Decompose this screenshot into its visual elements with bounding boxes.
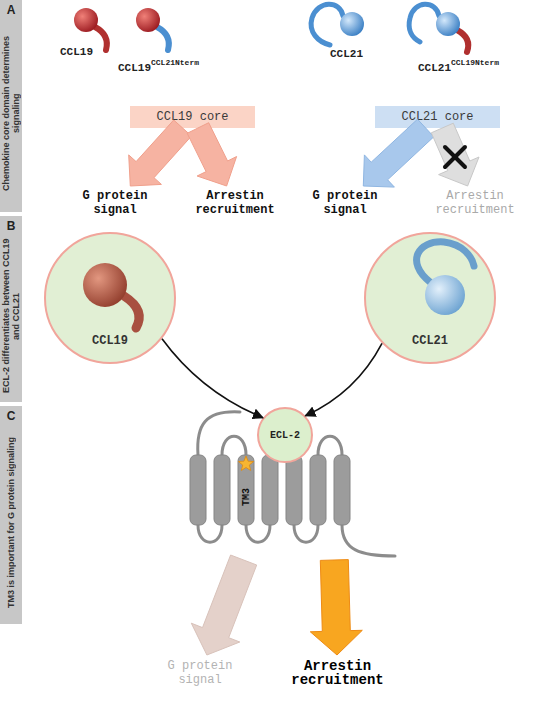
ligand-core (83, 263, 127, 307)
node-text: CCL19 (92, 334, 128, 348)
ligand-name: CCL19 (118, 62, 151, 74)
block-arrow (129, 120, 192, 186)
node-text: CCL19 core (156, 110, 228, 124)
transmembrane-helices (190, 455, 350, 525)
helix (238, 455, 254, 525)
ligand-name: CCL19 (60, 46, 93, 58)
ligand-core (136, 8, 160, 32)
node-text: CCL21 (412, 334, 448, 348)
signal-label: Arrestin recruitment (420, 186, 530, 220)
node-text: Arrestin recruitment (185, 189, 285, 217)
node-text: G protein signal (300, 189, 390, 217)
c-terminus (342, 525, 395, 556)
helix (310, 455, 326, 525)
helix (262, 455, 278, 525)
n-terminus (198, 412, 240, 455)
ligand-name: CCL19CCL21Nterm (118, 58, 199, 76)
ligand-tail (95, 27, 107, 50)
panel-letter: C (7, 408, 16, 424)
loop-circle: ECL-2 (257, 407, 313, 463)
panel-band: AChemokine core domain determines signal… (0, 0, 22, 212)
node-text: CCL21 core (401, 110, 473, 124)
panel-letter: A (7, 2, 16, 18)
ligand-name: CCL19 (60, 42, 93, 60)
panel-band: CTM3 is important for G protein signalin… (0, 406, 22, 624)
ligand-tail (311, 4, 343, 45)
ligand-name: CCL21 (330, 44, 363, 62)
core-box: CCL21 core (375, 106, 500, 128)
extracellular-loop (222, 436, 246, 455)
node-text: ECL-2 (270, 430, 300, 441)
signal-label: Arrestin recruitment (275, 655, 400, 691)
helix (334, 455, 350, 525)
block-arrow (310, 560, 362, 655)
block-arrow (431, 123, 479, 186)
ligand-name: CCL21CCL19Nterm (418, 58, 499, 76)
signal-label: G protein signal (300, 186, 390, 220)
helix (214, 455, 230, 525)
signal-label: Arrestin recruitment (185, 186, 285, 220)
star-marker (238, 456, 253, 471)
panel-letter: B (7, 218, 16, 234)
ligand-tail (409, 4, 439, 42)
helix (190, 455, 206, 525)
ligand-tail (457, 30, 468, 52)
intracellular-loop (198, 525, 222, 542)
ligand-core (425, 275, 465, 315)
ligand-name: CCL21 (330, 48, 363, 60)
receptor: TM3 ECL-2 (170, 400, 380, 560)
signal-label: G protein signal (150, 655, 250, 691)
panel-band: BECL-2 differentiates between CCL19 and … (0, 216, 22, 402)
ligand-superscript: CCL19Nterm (451, 58, 499, 67)
helix-label: TM3 (238, 474, 254, 520)
node-text: G protein signal (70, 189, 160, 217)
ligand-core (74, 8, 98, 32)
ligand-name: CCL21 (418, 62, 451, 74)
signal-label: G protein signal (70, 186, 160, 220)
ligand-core (436, 12, 460, 36)
ligand-tail (157, 27, 169, 50)
core-box: CCL19 core (130, 106, 255, 128)
panel-heading: TM3 is important for G protein signaling (6, 424, 16, 620)
intracellular-loop (246, 525, 270, 542)
ligand-core (340, 12, 364, 36)
block-arrow (363, 119, 434, 187)
panel-heading: Chemokine core domain determines signali… (1, 18, 21, 208)
ligand-superscript: CCL21Nterm (151, 58, 199, 67)
curved-arrow (305, 343, 382, 416)
block-arrow (191, 555, 256, 655)
curved-arrow (162, 339, 263, 418)
block-mark (445, 147, 465, 167)
node-text: G protein signal (150, 659, 250, 687)
receptor-illustration (198, 412, 395, 556)
ligand-icons (74, 4, 468, 52)
helix (286, 455, 302, 525)
node-text: Arrestin recruitment (275, 659, 400, 687)
extracellular-loop (318, 436, 342, 455)
panel-heading: ECL-2 differentiates between CCL19 and C… (1, 234, 21, 398)
cross-stroke (445, 147, 465, 167)
cross-stroke (445, 147, 465, 167)
block-arrow (187, 123, 236, 186)
intracellular-loop (294, 525, 318, 542)
node-text: Arrestin recruitment (420, 189, 530, 217)
ligand-tail (124, 296, 139, 328)
